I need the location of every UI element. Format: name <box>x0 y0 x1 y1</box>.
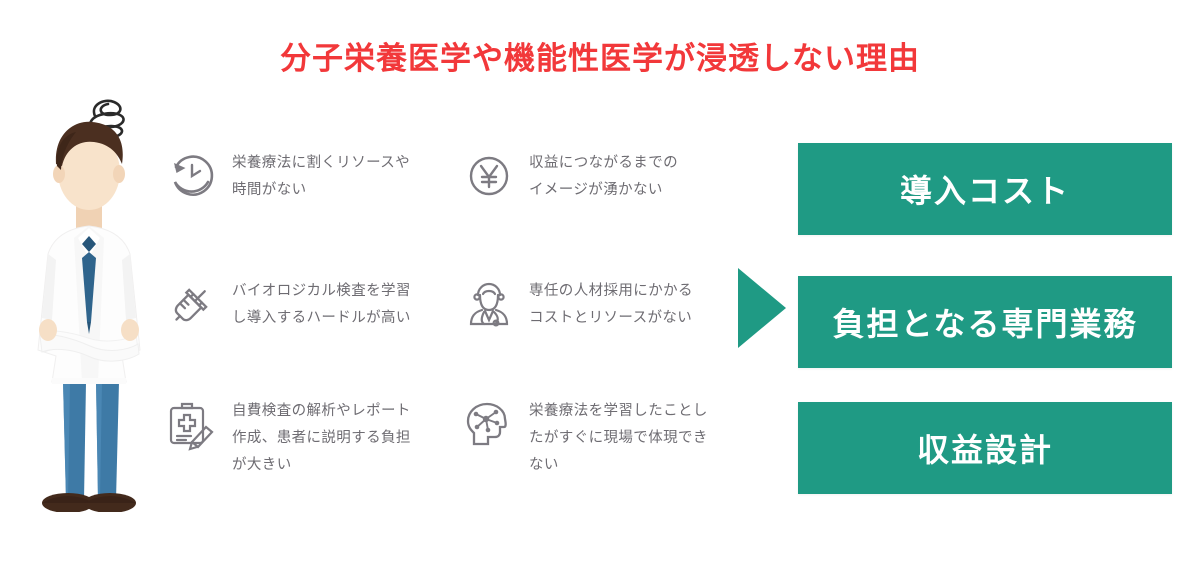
pain-point-item: 収益につながるまでの イメージが湧かない <box>461 148 729 204</box>
pain-line: 栄養療法を学習したことし <box>529 403 708 419</box>
yen-circle-icon <box>461 148 517 204</box>
doctor-svg <box>37 99 141 513</box>
syringe-icon <box>164 276 220 332</box>
pain-point-label: 収益につながるまでの イメージが湧かない <box>529 148 729 204</box>
doctor-face <box>58 134 120 210</box>
clock-history-icon <box>164 148 220 204</box>
result-box-revenue-design[interactable]: 収益設計 <box>798 402 1172 494</box>
confused-doctor-illustration <box>18 82 168 513</box>
pain-point-item: 専任の人材採用にかかる コストとリソースがない <box>461 276 729 332</box>
triangle-right-icon <box>736 266 790 350</box>
doctor-tie <box>82 236 96 334</box>
doctor-legs <box>63 382 119 500</box>
doctor-shoes <box>42 493 136 513</box>
pain-line: し導入するハードルが高い <box>232 309 411 326</box>
pain-line: イメージが湧かない <box>529 181 663 198</box>
pain-line: 専任の人材採用にかかる <box>529 283 693 299</box>
pain-point-label: バイオロジカル検査を学習 し導入するハードルが高い <box>232 276 432 332</box>
pain-point-item: 自費検査の解析やレポート 作成、患者に説明する負担 が大きい <box>164 396 432 478</box>
clipboard-pencil-icon <box>164 396 220 452</box>
pain-point-label: 専任の人材採用にかかる コストとリソースがない <box>529 276 729 332</box>
result-box-introduction-cost[interactable]: 導入コスト <box>798 143 1172 235</box>
doctor-person-icon <box>461 276 517 332</box>
page-title: 分子栄養医学や機能性医学が浸透しない理由 <box>280 41 920 76</box>
pain-line: バイオロジカル検査を学習 <box>232 283 411 299</box>
pain-point-label: 自費検査の解析やレポート 作成、患者に説明する負担 が大きい <box>232 396 432 478</box>
pain-point-label: 栄養療法に割くリソースや 時間がない <box>232 148 432 204</box>
pain-line: コストとリソースがない <box>529 309 693 326</box>
pain-line: 自費検査の解析やレポート <box>232 403 411 419</box>
head-network-icon <box>461 396 517 452</box>
pain-line: 栄養療法に割くリソースや <box>232 155 411 171</box>
pain-line: ない <box>529 456 559 473</box>
pain-line: たがすぐに現場で体現でき <box>529 429 708 446</box>
result-box-specialized-work[interactable]: 負担となる専門業務 <box>798 276 1172 368</box>
doctor-crossed-arms <box>39 319 140 362</box>
pain-line: 時間がない <box>232 181 307 198</box>
pain-line: が大きい <box>232 456 292 473</box>
pain-line: 作成、患者に説明する負担 <box>232 429 411 446</box>
doctor-coat-hem <box>52 378 126 384</box>
pain-point-item: 栄養療法に割くリソースや 時間がない <box>164 148 432 204</box>
pain-line: 収益につながるまでの <box>529 155 678 171</box>
pain-point-label: 栄養療法を学習したことし たがすぐに現場で体現でき ない <box>529 396 729 478</box>
pain-point-item: バイオロジカル検査を学習 し導入するハードルが高い <box>164 276 432 332</box>
doctor-ear-left <box>53 165 65 183</box>
pain-point-item: 栄養療法を学習したことし たがすぐに現場で体現でき ない <box>461 396 729 478</box>
doctor-hair <box>55 121 123 170</box>
doctor-ear-right <box>113 165 125 183</box>
